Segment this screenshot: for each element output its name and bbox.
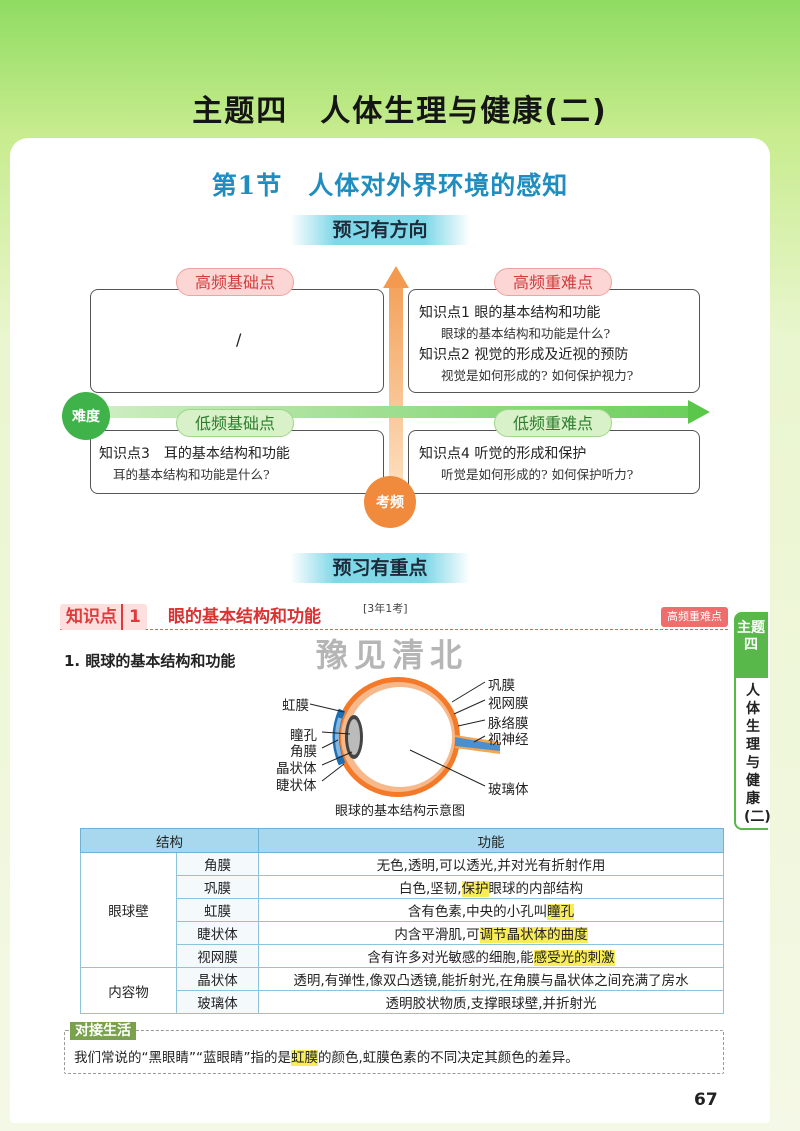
part-cell: 巩膜 <box>176 875 259 899</box>
knowledge-point-question: 听觉是如何形成的? 如何保护听力? <box>441 467 634 482</box>
frequency-axis <box>389 285 403 497</box>
page-number: 67 <box>694 1090 718 1110</box>
highlight-text: 保护 <box>461 881 489 897</box>
function-text: 含有色素,中央的小孔叫 <box>407 904 548 920</box>
difficulty-arrow-head <box>688 400 710 424</box>
connect-life-box <box>64 1030 724 1074</box>
highlight-text: 感受光的刺激 <box>533 950 615 966</box>
quadrant-low-hard: 知识点4 听觉的形成和保护 听觉是如何形成的? 如何保护听力? <box>408 430 700 494</box>
function-text: 含有许多对光敏感的细胞,能 <box>367 950 534 966</box>
quadrant-low-basic: 知识点3 耳的基本结构和功能 耳的基本结构和功能是什么? <box>90 430 384 494</box>
label-retina: 视网膜 <box>488 696 529 712</box>
label-optic-nerve: 视神经 <box>488 732 529 748</box>
badge-number: 1 <box>121 604 141 630</box>
function-cell: 无色,透明,可以透光,并对光有折射作用 <box>258 852 724 876</box>
connect-life-text-pre: 我们常说的“黑眼睛”“蓝眼睛”指的是 <box>74 1050 291 1066</box>
knowledge-point-title: 眼的基本结构和功能 <box>168 607 321 627</box>
label-cornea: 角膜 <box>290 744 317 760</box>
function-cell: 透明胶状物质,支撑眼球壁,并折射光 <box>258 990 724 1014</box>
label-pupil: 瞳孔 <box>290 728 317 744</box>
theme-title: 主题四 人体生理与健康(二) <box>192 94 608 129</box>
subsection-title: 1. 眼球的基本结构和功能 <box>64 652 236 670</box>
badge-label: 知识点 <box>66 607 117 627</box>
knowledge-point-question: 耳的基本结构和功能是什么? <box>113 467 270 482</box>
function-cell: 内含平滑肌,可调节晶状体的曲度 <box>258 921 724 945</box>
knowledge-point-question: 视觉是如何形成的? 如何保护视力? <box>441 368 634 383</box>
knowledge-point-item: 知识点4 听觉的形成和保护 <box>419 446 587 462</box>
function-cell: 白色,坚韧,保护眼球的内部结构 <box>258 875 724 899</box>
table-row: 睫状体 内含平滑肌,可调节晶状体的曲度 <box>81 921 724 945</box>
label-choroid: 脉络膜 <box>488 716 529 732</box>
label-iris: 虹膜 <box>282 698 309 714</box>
function-text: 内含平滑肌,可 <box>394 927 480 943</box>
label-vitreous-body: 玻璃体 <box>488 782 529 798</box>
function-cell: 含有色素,中央的小孔叫瞳孔 <box>258 898 724 922</box>
part-cell: 虹膜 <box>176 898 259 922</box>
function-cell: 透明,有弹性,像双凸透镜,能折射光,在角膜与晶状体之间充满了房水 <box>258 967 724 991</box>
level-badge: 高频重难点 <box>661 607 728 627</box>
label-lens: 晶状体 <box>276 761 317 777</box>
table-row: 巩膜 白色,坚韧,保护眼球的内部结构 <box>81 875 724 899</box>
eyeball-illustration <box>309 677 500 797</box>
eye-structure-table: 结构 功能 眼球壁 角膜 无色,透明,可以透光,并对光有折射作用 巩膜 白色,坚… <box>80 828 724 1014</box>
table-row: 眼球壁 角膜 无色,透明,可以透光,并对光有折射作用 <box>80 852 724 968</box>
header-function: 功能 <box>258 828 724 853</box>
highlight-text: 调节晶状体的曲度 <box>479 927 588 943</box>
part-cell: 晶状体 <box>176 967 259 991</box>
function-text: 白色,坚韧, <box>398 881 462 897</box>
tag-low-basic: 低频基础点 <box>176 409 294 437</box>
banner-preview-direction: 预习有方向 <box>290 215 470 245</box>
header-structure: 结构 <box>80 828 259 853</box>
knowledge-point-item: 知识点2 视觉的形成及近视的预防 <box>419 347 629 363</box>
connect-life-text-post: 的颜色,虹膜色素的不同决定其颜色的差异。 <box>317 1050 579 1066</box>
connect-life-tag: 对接生活 <box>70 1022 136 1040</box>
part-cell: 玻璃体 <box>176 990 259 1014</box>
diagram-caption: 眼球的基本结构示意图 <box>334 804 465 819</box>
group-eyeball-wall: 眼球壁 <box>80 852 177 968</box>
connect-life-text: 我们常说的“黑眼睛”“蓝眼睛”指的是虹膜的颜色,虹膜色素的不同决定其颜色的差异。 <box>74 1046 579 1066</box>
knowledge-point-item: 知识点1 眼的基本结构和功能 <box>419 305 601 321</box>
high-basic-content: / <box>236 330 242 349</box>
eye-diagram: 虹膜 瞳孔 角膜 晶状体 睫状体 巩膜 视网膜 脉络膜 视神经 玻璃体 <box>260 670 560 805</box>
table-header-row: 结构 功能 <box>80 828 724 853</box>
side-tab-title: 人体生理与健康(二) <box>744 683 771 825</box>
table-row: 玻璃体 透明胶状物质,支撑眼球壁,并折射光 <box>81 990 724 1014</box>
highlight-text: 瞳孔 <box>547 904 575 920</box>
tag-high-basic: 高频基础点 <box>176 268 294 296</box>
frequency-arrow-head <box>383 266 409 288</box>
quadrant-high-hard: 知识点1 眼的基本结构和功能 眼球的基本结构和功能是什么? 知识点2 视觉的形成… <box>408 289 700 393</box>
exam-frequency-note: [3年1考] <box>363 602 408 615</box>
label-ciliary-body: 睫状体 <box>276 778 317 794</box>
tag-high-hard: 高频重难点 <box>494 268 612 296</box>
function-cell: 含有许多对光敏感的细胞,能感受光的刺激 <box>258 944 724 968</box>
table-row: 视网膜 含有许多对光敏感的细胞,能感受光的刺激 <box>81 944 724 968</box>
part-cell: 角膜 <box>176 852 259 876</box>
difficulty-label: 难度 <box>62 392 110 440</box>
part-cell: 视网膜 <box>176 944 259 968</box>
table-row: 内容物 晶状体 透明,有弹性,像双凸透镜,能折射光,在角膜与晶状体之间充满了房水 <box>80 967 724 1014</box>
banner-preview-focus: 预习有重点 <box>290 553 470 583</box>
table-row: 虹膜 含有色素,中央的小孔叫瞳孔 <box>81 898 724 922</box>
watermark-text: 豫见清北 <box>316 636 469 674</box>
part-cell: 睫状体 <box>176 921 259 945</box>
section-title: 第1节 人体对外界环境的感知 <box>211 171 569 200</box>
knowledge-point-item: 知识点3 耳的基本结构和功能 <box>99 446 290 462</box>
label-sclera: 巩膜 <box>488 678 515 694</box>
knowledge-point-question: 眼球的基本结构和功能是什么? <box>441 326 611 341</box>
quadrant-high-basic <box>90 289 384 393</box>
tag-low-hard: 低频重难点 <box>494 409 612 437</box>
highlight-text: 虹膜 <box>290 1050 318 1066</box>
group-contents: 内容物 <box>80 967 177 1014</box>
function-text: 眼球的内部结构 <box>488 881 584 897</box>
side-tab-theme: 主题四 <box>734 612 768 678</box>
frequency-label: 考频 <box>364 476 416 528</box>
